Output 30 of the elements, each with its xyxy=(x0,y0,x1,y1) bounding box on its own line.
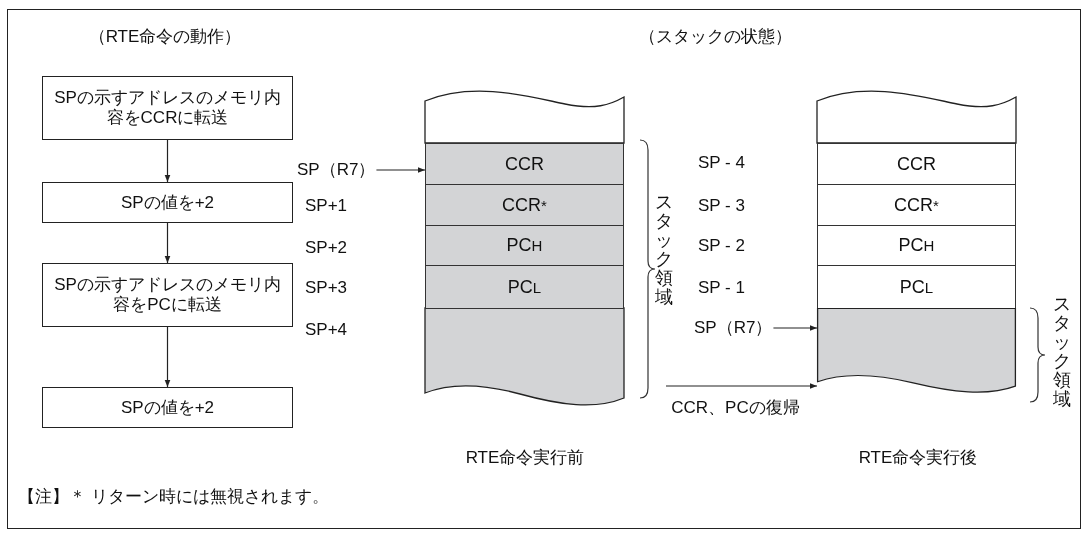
vertical-label: スタック領域 xyxy=(1052,295,1072,409)
arrow xyxy=(164,222,171,264)
caption: RTE命令実行前 xyxy=(465,448,585,468)
address-label: SP+2 xyxy=(305,238,348,258)
address-label: SP - 2 xyxy=(698,236,745,256)
pointer-label: SP（R7） xyxy=(297,160,376,180)
edge-label: CCR、PCの復帰 xyxy=(671,398,800,418)
heading: （RTE命令の動作） xyxy=(88,27,242,47)
arrow xyxy=(772,325,818,331)
address-label: SP - 4 xyxy=(698,153,745,173)
address-label: SP+4 xyxy=(305,320,348,340)
process-box: SPの値を+2 xyxy=(42,387,293,428)
address-label: SP - 3 xyxy=(698,196,745,216)
stack-cell: CCR xyxy=(425,143,624,185)
arrow xyxy=(164,139,171,183)
arrow xyxy=(665,383,818,389)
process-box: SPの示すアドレスのメモリ内容をCCRに転送 xyxy=(42,76,293,140)
address-label: SP - 1 xyxy=(698,278,745,298)
note: 【注】＊ リターン時には無視されます。 xyxy=(18,487,329,507)
process-box: SPの値を+2 xyxy=(42,182,293,223)
heading: （スタックの状態） xyxy=(638,27,792,47)
process-box: SPの示すアドレスのメモリ内容をPCに転送 xyxy=(42,263,293,327)
address-label: SP+3 xyxy=(305,278,348,298)
address-label: SP+1 xyxy=(305,196,348,216)
stack-cell: CCR xyxy=(817,143,1016,185)
caption: RTE命令実行後 xyxy=(858,448,978,468)
arrow xyxy=(164,326,171,388)
arrow xyxy=(375,167,426,173)
vertical-label: スタック領域 xyxy=(654,193,674,307)
pointer-label: SP（R7） xyxy=(694,318,773,338)
